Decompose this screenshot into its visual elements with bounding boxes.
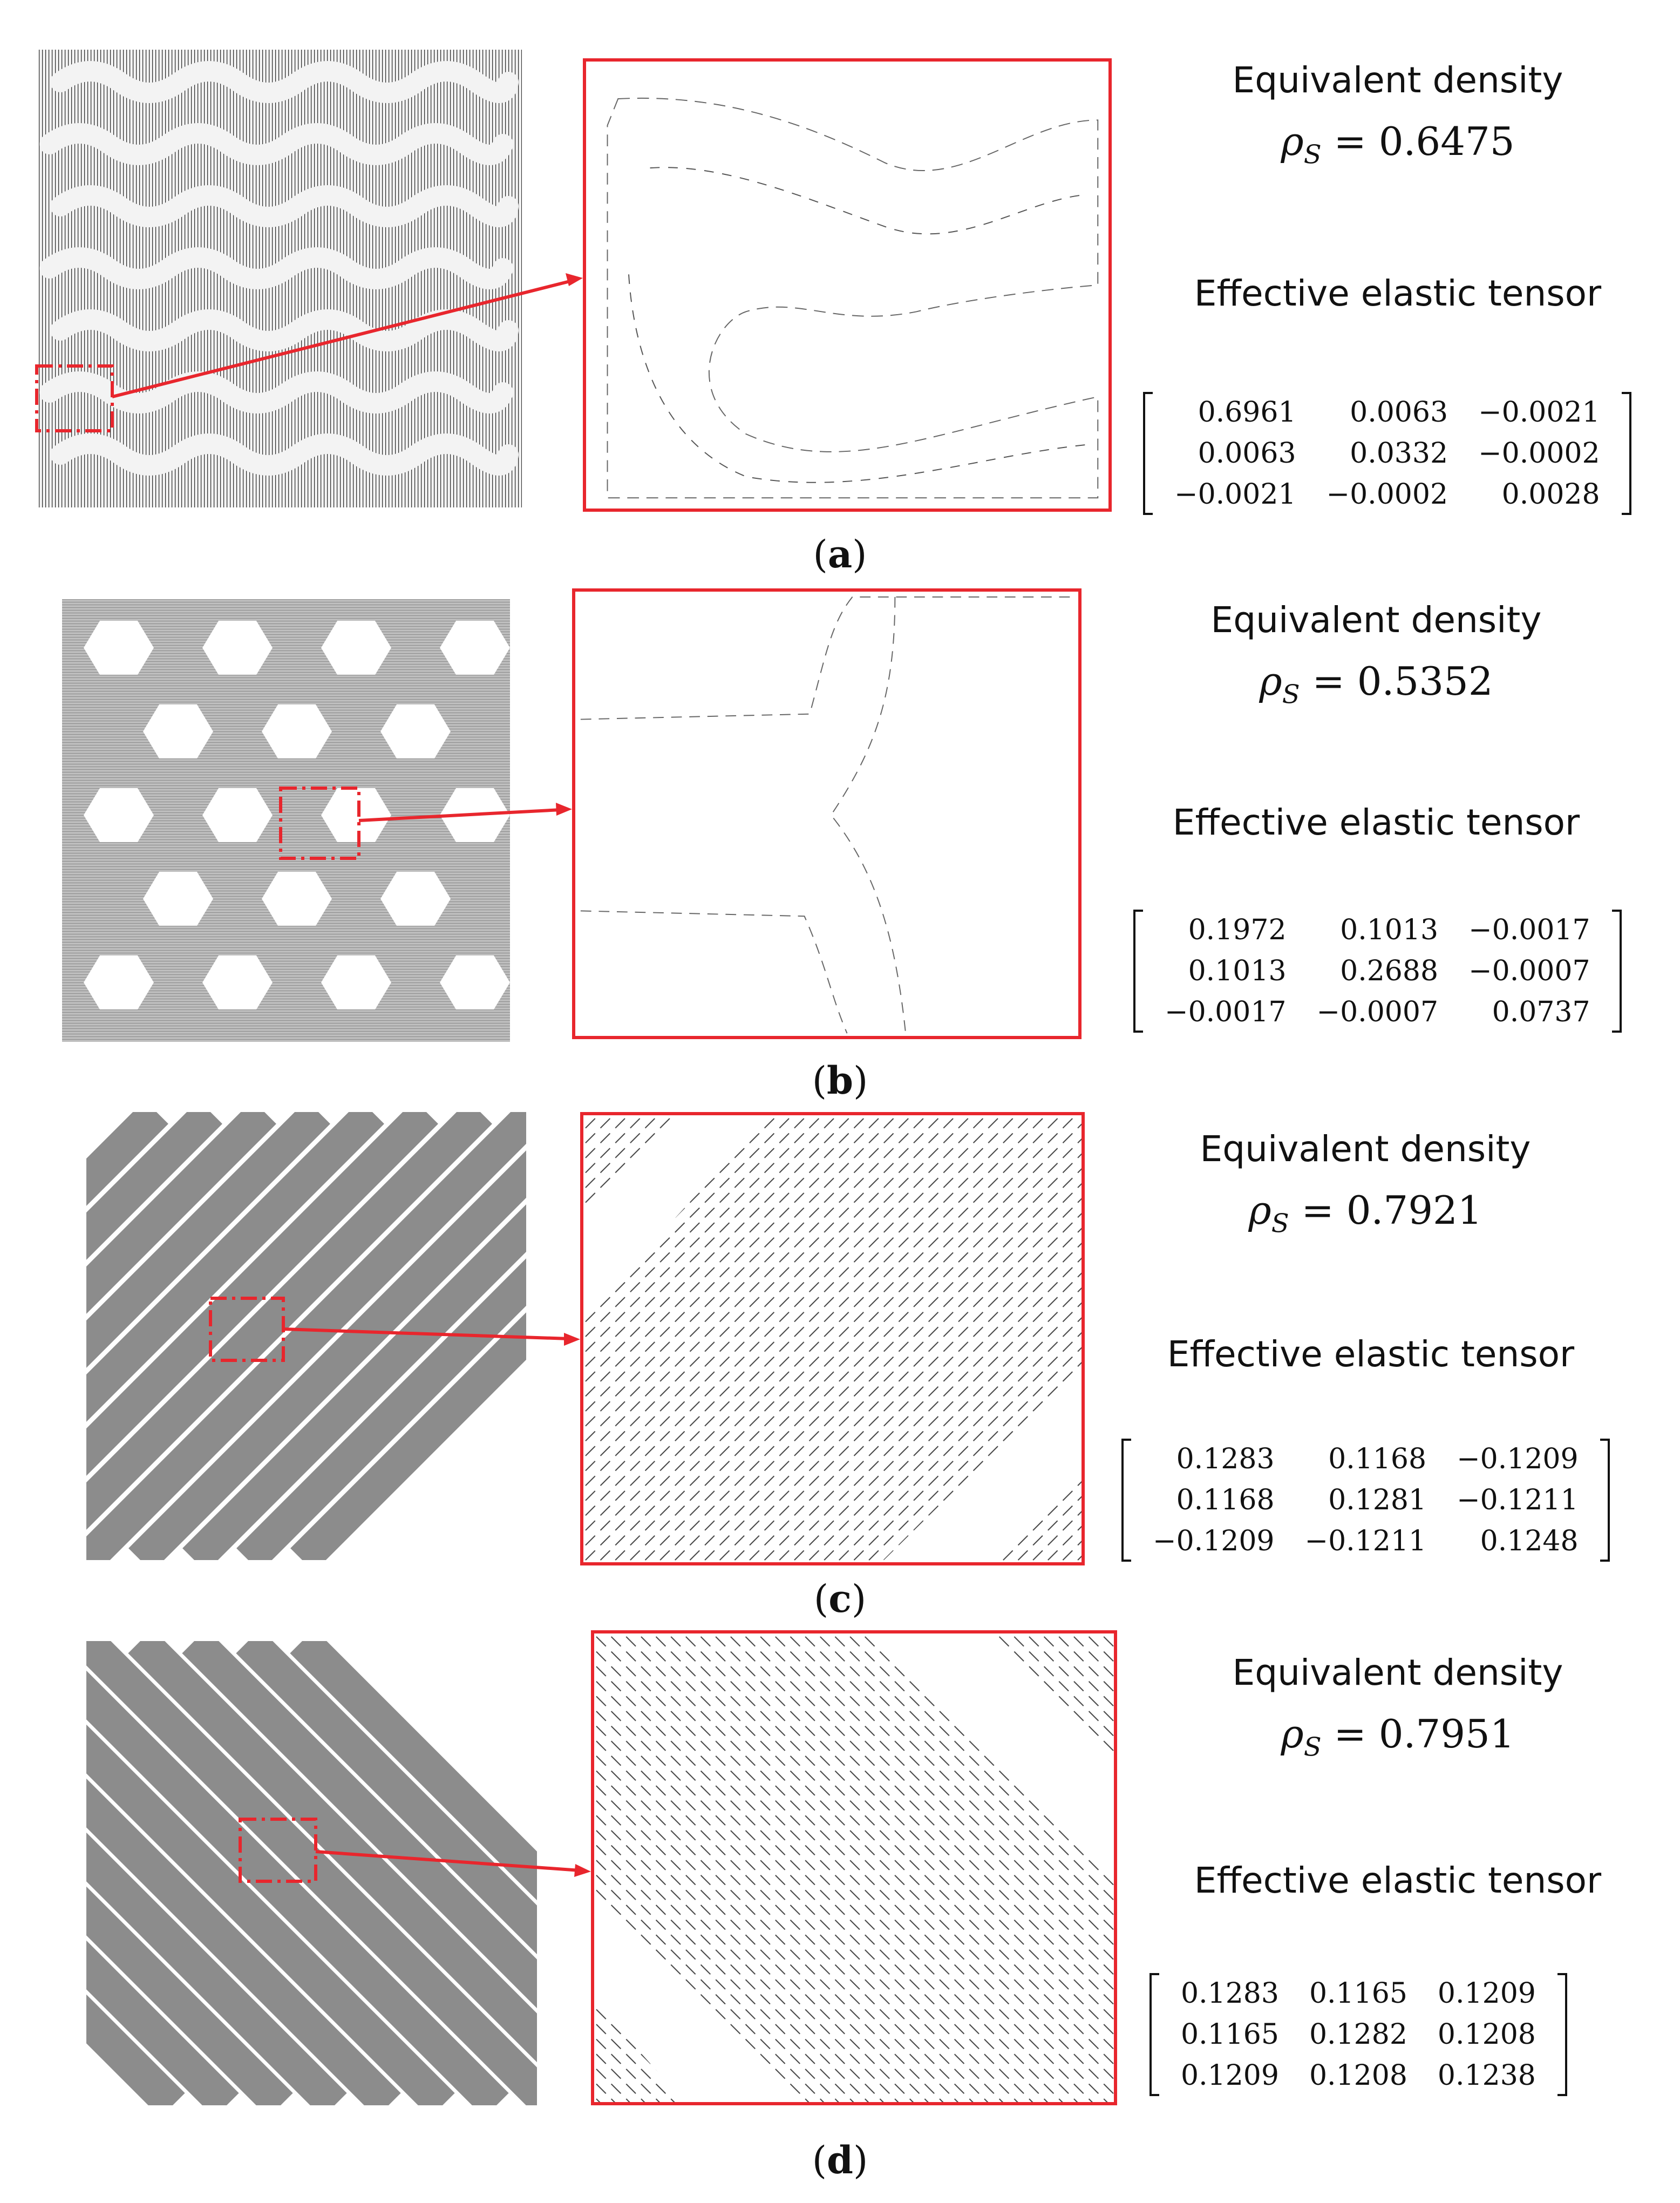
tensor-cell: −0.1209 bbox=[1457, 1443, 1579, 1475]
tensor-title: Effective elastic tensor bbox=[1172, 802, 1580, 843]
tensor-cell: −0.1209 bbox=[1153, 1525, 1275, 1557]
rho-subscript: S bbox=[1303, 139, 1322, 170]
tensor-cell: 0.1168 bbox=[1176, 1484, 1275, 1516]
tensor-cell: −0.0021 bbox=[1174, 478, 1296, 511]
honeycomb-pattern bbox=[62, 599, 510, 1042]
rho-value: 0.7921 bbox=[1346, 1188, 1482, 1233]
tensor-cell: 0.1013 bbox=[1340, 914, 1439, 946]
rho-subscript: S bbox=[1282, 679, 1300, 710]
tensor-cell: 0.1165 bbox=[1181, 2018, 1279, 2051]
tensor-cell: 0.0063 bbox=[1198, 437, 1296, 470]
tensor-cell: 0.1238 bbox=[1437, 2059, 1536, 2092]
tensor-cell: 0.1282 bbox=[1309, 2018, 1407, 2051]
tensor-cell: 0.1013 bbox=[1188, 955, 1287, 987]
panel-b: Equivalent density ρS = 0.5352 Effective… bbox=[0, 583, 1680, 1103]
tensor-title: Effective elastic tensor bbox=[1194, 273, 1602, 314]
rho-subscript: S bbox=[1303, 1732, 1322, 1763]
density-title: Equivalent density bbox=[1200, 1128, 1531, 1170]
tensor-title: Effective elastic tensor bbox=[1167, 1333, 1575, 1375]
tensor-cell: −0.1211 bbox=[1457, 1484, 1579, 1516]
tensor-row: 0.1168 0.1281 −0.1211 bbox=[1138, 1480, 1594, 1521]
tensor-cell: 0.1209 bbox=[1437, 1977, 1536, 2010]
density-title: Equivalent density bbox=[1210, 599, 1542, 641]
tensor-cell: −0.0002 bbox=[1478, 437, 1600, 470]
tensor-cell: 0.6961 bbox=[1198, 396, 1296, 429]
tensor-cell: −0.0002 bbox=[1326, 478, 1448, 511]
tensor-cell: −0.0017 bbox=[1165, 996, 1287, 1028]
tensor-cell: 0.1168 bbox=[1328, 1443, 1427, 1475]
tensor-row: 0.1972 0.1013 −0.0017 bbox=[1150, 910, 1606, 951]
tensor-cell: 0.0063 bbox=[1350, 396, 1448, 429]
tensor-row: 0.1209 0.1208 0.1238 bbox=[1166, 2055, 1551, 2096]
tensor-cell: −0.0007 bbox=[1468, 955, 1590, 987]
tensor-cell: 0.1208 bbox=[1437, 2018, 1536, 2051]
density-value: ρS = 0.7921 bbox=[1248, 1188, 1482, 1239]
density-value: ρS = 0.5352 bbox=[1259, 659, 1493, 710]
tensor-cell: −0.0017 bbox=[1468, 914, 1590, 946]
panel-label: (c) bbox=[813, 1576, 867, 1621]
tensor-cell: 0.2688 bbox=[1340, 955, 1439, 987]
rho-symbol: ρ bbox=[1281, 1711, 1304, 1757]
tensor-cell: 0.1972 bbox=[1188, 914, 1287, 946]
tensor-row: 0.0063 0.0332 −0.0002 bbox=[1159, 433, 1615, 474]
panel-label: (a) bbox=[813, 532, 867, 577]
panel-a: Equivalent density ρS = 0.6475 Effective… bbox=[0, 0, 1680, 583]
tensor-row: −0.1209 −0.1211 0.1248 bbox=[1138, 1521, 1594, 1562]
panel-c: Equivalent density ρS = 0.7921 Effective… bbox=[0, 1101, 1680, 1641]
rho-symbol: ρ bbox=[1281, 119, 1304, 164]
tensor-row: 0.1283 0.1168 −0.1209 bbox=[1138, 1439, 1594, 1480]
tensor-cell: 0.1208 bbox=[1309, 2059, 1407, 2092]
tensor-row: 0.1165 0.1282 0.1208 bbox=[1166, 2014, 1551, 2055]
wavy-stripe-pattern bbox=[39, 50, 522, 507]
diagonal-stripe-pattern bbox=[86, 1112, 526, 1560]
tensor-cell: −0.0007 bbox=[1316, 996, 1439, 1028]
rho-subscript: S bbox=[1271, 1208, 1289, 1239]
density-title: Equivalent density bbox=[1232, 59, 1563, 101]
tensor-cell: 0.0332 bbox=[1350, 437, 1448, 470]
rho-value: 0.6475 bbox=[1378, 119, 1515, 164]
tensor-row: −0.0021 −0.0002 0.0028 bbox=[1159, 474, 1615, 515]
rho-value: 0.5352 bbox=[1357, 659, 1493, 704]
tensor-cell: 0.0028 bbox=[1501, 478, 1600, 511]
panel-label: (d) bbox=[812, 2138, 868, 2182]
zoom-view-a bbox=[583, 58, 1112, 512]
tensor-cell: −0.1211 bbox=[1304, 1525, 1427, 1557]
tensor-cell: 0.1165 bbox=[1309, 1977, 1407, 2010]
tensor-cell: 0.1283 bbox=[1181, 1977, 1279, 2010]
density-title: Equivalent density bbox=[1232, 1652, 1563, 1693]
tensor-row: 0.1283 0.1165 0.1209 bbox=[1166, 1973, 1551, 2014]
tensor-row: 0.6961 0.0063 −0.0021 bbox=[1159, 392, 1615, 433]
tensor-cell: 0.0737 bbox=[1492, 996, 1590, 1028]
zoom-view-c bbox=[580, 1112, 1085, 1565]
zoom-view-d bbox=[591, 1630, 1117, 2105]
tensor-title: Effective elastic tensor bbox=[1194, 1860, 1602, 1901]
tensor-cell: 0.1209 bbox=[1181, 2059, 1279, 2092]
density-value: ρS = 0.7951 bbox=[1281, 1711, 1515, 1763]
rho-value: 0.7951 bbox=[1378, 1711, 1515, 1757]
rho-symbol: ρ bbox=[1259, 659, 1282, 704]
panel-label: (b) bbox=[812, 1058, 868, 1103]
tensor-row: 0.1013 0.2688 −0.0007 bbox=[1150, 951, 1606, 992]
elastic-tensor-matrix: 0.1283 0.1165 0.1209 0.1165 0.1282 0.1208 0.… bbox=[1150, 1973, 1567, 2096]
tensor-cell: 0.1281 bbox=[1328, 1484, 1427, 1516]
tensor-row: −0.0017 −0.0007 0.0737 bbox=[1150, 992, 1606, 1033]
tensor-cell: −0.0021 bbox=[1478, 396, 1600, 429]
diagonal-stripe-pattern bbox=[86, 1641, 537, 2105]
density-value: ρS = 0.6475 bbox=[1281, 119, 1515, 170]
tensor-cell: 0.1283 bbox=[1176, 1443, 1275, 1475]
tensor-cell: 0.1248 bbox=[1480, 1525, 1579, 1557]
panel-d: Equivalent density ρS = 0.7951 Effective… bbox=[0, 1619, 1680, 2203]
zoom-view-b bbox=[572, 588, 1082, 1039]
rho-symbol: ρ bbox=[1248, 1188, 1271, 1233]
